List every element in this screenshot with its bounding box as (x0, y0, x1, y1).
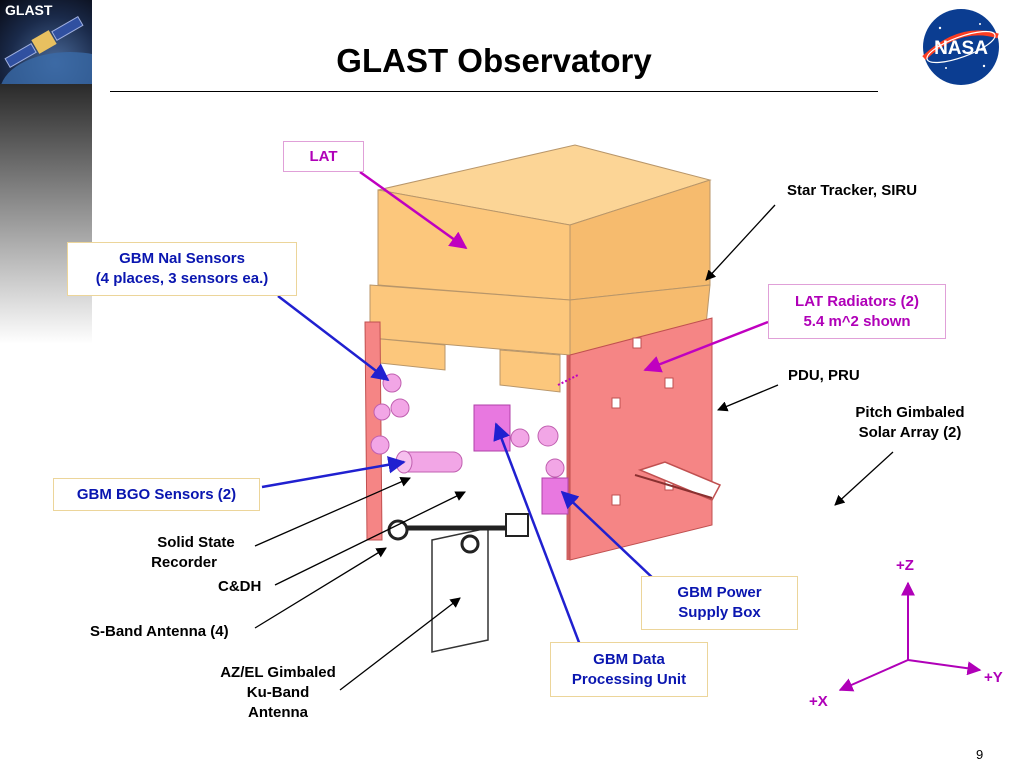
radiator-fixture (664, 377, 674, 389)
gbm-dpu-callout: GBM Data Processing Unit (550, 642, 708, 697)
ssr-label-line2: Recorder (151, 554, 217, 571)
gbm-nai-label-line2: (4 places, 3 sensors ea.) (95, 270, 269, 287)
kuband-arrow (339, 597, 461, 691)
lat-arrow (359, 170, 468, 250)
star-tracker-label: Star Tracker, SIRU (787, 182, 918, 199)
cdh-label: C&DH (218, 578, 262, 595)
gbm-power-box (541, 477, 569, 515)
gbm-power-arrow (560, 490, 658, 583)
right-radiator (569, 317, 713, 561)
sidebar-gradient (0, 84, 92, 344)
kuband-label-line2: Ku-Band (246, 684, 310, 701)
glast-logo: GLAST (0, 0, 92, 84)
nasa-logo: NASA (922, 9, 999, 85)
gbm-bgo-sensor (395, 450, 463, 474)
ssr-label-line1: Solid State (157, 534, 235, 551)
kuband-label-line1: AZ/EL Gimbaled (220, 664, 336, 681)
y-axis-label: +Y (984, 669, 1003, 686)
lat-radiators-label-line1: LAT Radiators (2) (795, 293, 919, 310)
lat-tab-right (499, 349, 561, 393)
gbm-nai-callout: GBM NaI Sensors (4 places, 3 sensors ea.… (67, 242, 297, 296)
left-radiator (364, 321, 383, 541)
title-divider (110, 91, 878, 92)
kuband-antenna (387, 513, 529, 653)
solar-array-label-line2: Solar Array (2) (858, 424, 962, 441)
solar-array-arrow (834, 451, 894, 506)
pdu-pru-label: PDU, PRU (788, 367, 860, 384)
gbm-nai-sensor-cluster (370, 373, 565, 478)
kuband-label: AZ/EL Gimbaled Ku-Band Antenna (205, 663, 351, 723)
gbm-dpu-label-line1: GBM Data (593, 651, 665, 668)
lat-radiators-label-line2: 5.4 m^2 shown (803, 313, 911, 330)
page-number: 9 (976, 747, 984, 762)
nasa-logo-text: NASA (934, 38, 988, 59)
radiator-fixture (611, 397, 621, 409)
satellite-icon (1, 15, 92, 84)
gbm-bgo-arrow (261, 456, 406, 489)
gbm-dpu-label-line2: Processing Unit (571, 671, 687, 688)
pdu-pru-arrow (717, 384, 779, 412)
ssr-label: Solid State Recorder (140, 533, 252, 573)
z-axis-label: +Z (896, 557, 914, 574)
gbm-nai-arrow (277, 295, 390, 382)
cdh-arrow (274, 491, 466, 586)
page-title: GLAST Observatory (336, 42, 652, 79)
gbm-bgo-callout: GBM BGO Sensors (2) (53, 478, 260, 511)
solar-array-label-line1: Pitch Gimbaled (855, 404, 965, 421)
radiator-fixture (611, 494, 621, 506)
y-axis (907, 659, 982, 676)
glast-logo-text: GLAST (5, 2, 53, 18)
star-tracker-arrow (705, 204, 776, 281)
kuband-label-line3: Antenna (248, 704, 308, 721)
gbm-power-label-line2: Supply Box (678, 604, 761, 621)
gbm-dpu-arrow (493, 422, 582, 646)
solar-array-boom-line (634, 474, 713, 499)
lat-radiator-arrow (643, 320, 769, 373)
gbm-power-callout: GBM Power Supply Box (641, 576, 798, 630)
lat-label: LAT (309, 148, 338, 165)
ssr-arrow (254, 476, 411, 547)
radiator-fixture (632, 337, 642, 349)
solar-array-label: Pitch Gimbaled Solar Array (2) (850, 403, 970, 443)
lat-radiators-callout: LAT Radiators (2) 5.4 m^2 shown (768, 284, 946, 339)
sband-label: S-Band Antenna (4) (90, 623, 229, 640)
gbm-bgo-label: GBM BGO Sensors (2) (76, 486, 237, 503)
sband-arrow (254, 547, 387, 629)
gbm-nai-label-line1: GBM NaI Sensors (119, 250, 245, 267)
lat-callout: LAT (283, 141, 364, 172)
gbm-power-label-line1: GBM Power (677, 584, 762, 601)
x-axis (838, 659, 909, 692)
x-axis-label: +X (809, 693, 828, 710)
